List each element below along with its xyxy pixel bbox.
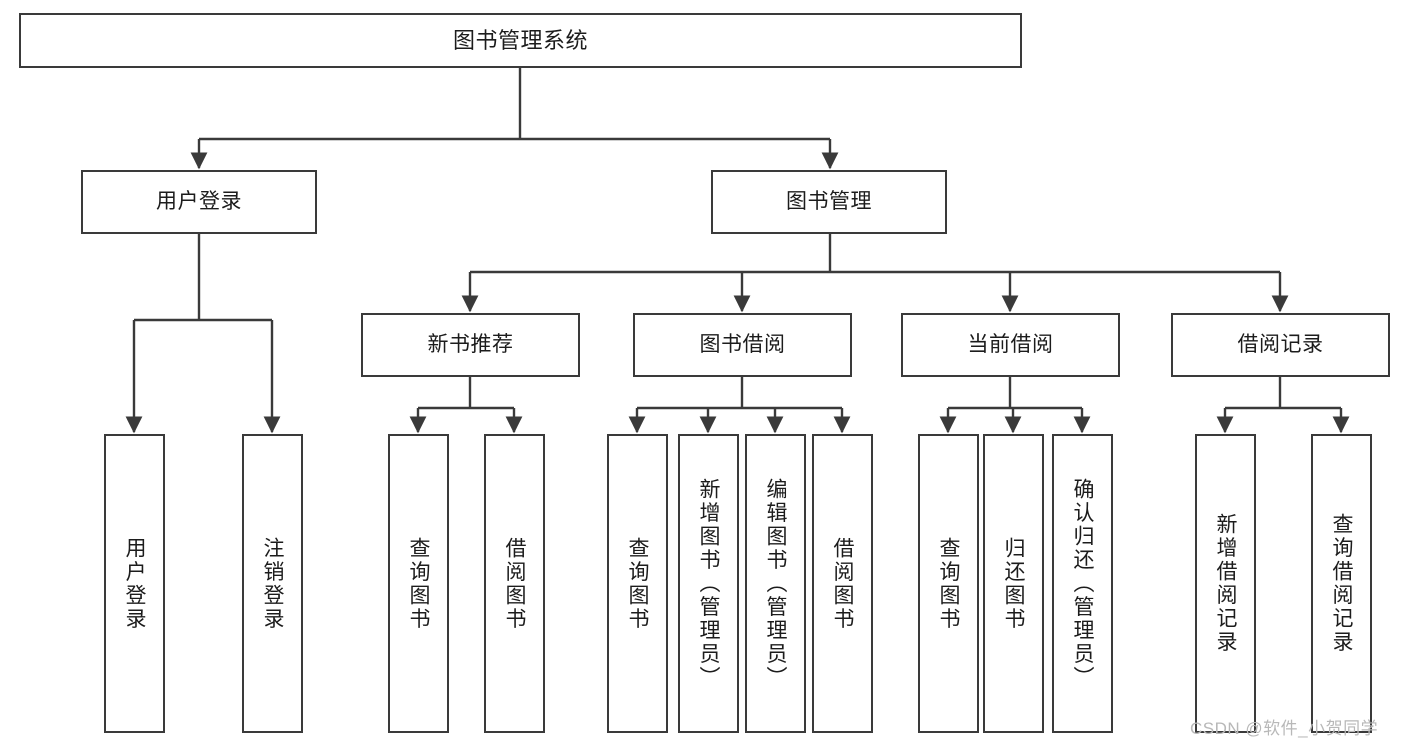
- node-borrow-records[interactable]: 借阅记录: [1171, 313, 1390, 377]
- node-user-login[interactable]: 用户登录: [81, 170, 317, 234]
- leaf-book-borrow-edit[interactable]: 编辑图书（管理员）: [745, 434, 806, 733]
- leaf-book-borrow-edit-label: 编辑图书（管理员）: [764, 477, 787, 690]
- leaf-current-borrow-query[interactable]: 查询图书: [918, 434, 979, 733]
- node-borrow-records-label: 借阅记录: [1237, 333, 1324, 357]
- leaf-user-login-login[interactable]: 用户登录: [104, 434, 165, 733]
- leaf-new-book-query[interactable]: 查询图书: [388, 434, 449, 733]
- leaf-book-borrow-query-label: 查询图书: [626, 536, 649, 631]
- leaf-current-borrow-confirm-label: 确认归还（管理员）: [1071, 477, 1094, 690]
- leaf-borrow-record-add[interactable]: 新增借阅记录: [1195, 434, 1256, 733]
- leaf-user-login-login-label: 用户登录: [123, 536, 146, 631]
- leaf-borrow-record-add-label: 新增借阅记录: [1214, 513, 1237, 654]
- leaf-borrow-record-query[interactable]: 查询借阅记录: [1311, 434, 1372, 733]
- leaf-new-book-borrow[interactable]: 借阅图书: [484, 434, 545, 733]
- leaf-current-borrow-query-label: 查询图书: [937, 536, 960, 631]
- leaf-borrow-record-query-label: 查询借阅记录: [1330, 513, 1353, 654]
- node-current-borrow[interactable]: 当前借阅: [901, 313, 1120, 377]
- leaf-current-borrow-return-label: 归还图书: [1002, 536, 1025, 631]
- watermark: CSDN @软件_小贺同学: [1190, 719, 1379, 738]
- node-new-book-recommend[interactable]: 新书推荐: [361, 313, 580, 377]
- node-current-borrow-label: 当前借阅: [967, 333, 1054, 357]
- node-new-book-recommend-label: 新书推荐: [427, 333, 514, 357]
- leaf-book-borrow-borrow[interactable]: 借阅图书: [812, 434, 873, 733]
- leaf-book-borrow-add-label: 新增图书（管理员）: [697, 477, 720, 690]
- leaf-new-book-borrow-label: 借阅图书: [503, 536, 526, 631]
- leaf-book-borrow-add[interactable]: 新增图书（管理员）: [678, 434, 739, 733]
- node-root-label: 图书管理系统: [452, 27, 588, 53]
- leaf-current-borrow-return[interactable]: 归还图书: [983, 434, 1044, 733]
- leaf-user-login-logout[interactable]: 注销登录: [242, 434, 303, 733]
- leaf-user-login-logout-label: 注销登录: [261, 536, 284, 631]
- leaf-current-borrow-confirm[interactable]: 确认归还（管理员）: [1052, 434, 1113, 733]
- leaf-new-book-query-label: 查询图书: [407, 536, 430, 631]
- node-root[interactable]: 图书管理系统: [19, 13, 1022, 68]
- node-user-login-label: 用户登录: [156, 190, 242, 214]
- leaf-book-borrow-borrow-label: 借阅图书: [831, 536, 854, 631]
- node-book-management-label: 图书管理: [786, 190, 872, 214]
- node-book-borrow-label: 图书借阅: [699, 333, 786, 357]
- node-book-borrow[interactable]: 图书借阅: [633, 313, 852, 377]
- node-book-management[interactable]: 图书管理: [711, 170, 947, 234]
- leaf-book-borrow-query[interactable]: 查询图书: [607, 434, 668, 733]
